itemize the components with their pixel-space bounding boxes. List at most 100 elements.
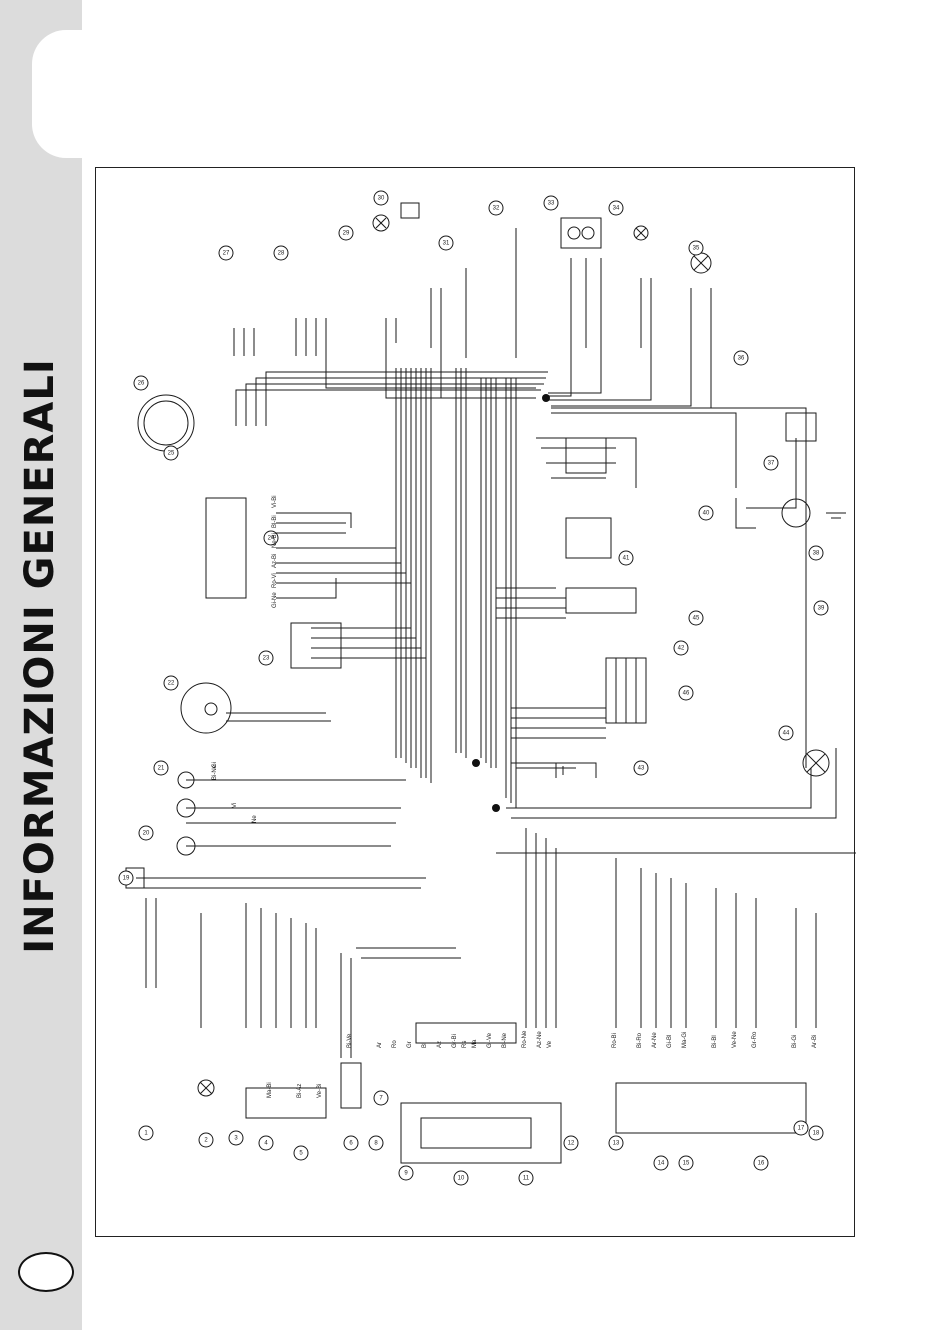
connector-block-bottom (415, 1022, 517, 1044)
wire-color-label: Ar-Ne (652, 1032, 658, 1048)
wire-color-label: Bi-Az (297, 1084, 303, 1098)
wire-color-label: Ve (547, 1040, 553, 1048)
speedometer-cluster (180, 682, 232, 734)
callout-number: 14 (658, 1161, 665, 1167)
ignition-switch-component (137, 394, 195, 452)
callout-number: 7 (379, 1096, 383, 1102)
wire-color-label: Ar-Bi (812, 1035, 818, 1048)
wire-color-label: Gi-Bl (667, 1035, 673, 1048)
wire-color-label: Az (437, 1041, 443, 1048)
sidebar-band: INFORMAZIONI GENERALI (0, 0, 102, 1330)
callout-number: 8 (374, 1141, 378, 1147)
wire-color-label: Bl (422, 1043, 428, 1048)
splice-points (472, 394, 550, 812)
battery (555, 763, 564, 778)
callout-number: 2 (204, 1138, 208, 1144)
lamp-right-rear (802, 749, 830, 777)
wire-color-label: Az-Ne (537, 1031, 543, 1048)
callout-number: 9 (404, 1171, 408, 1177)
wire-color-label: Ma-Bi (267, 1082, 273, 1098)
callout-number: 34 (613, 206, 620, 212)
callout-number: 30 (378, 196, 385, 202)
wire-color-label: Ne (252, 815, 258, 823)
callout-number: 17 (798, 1126, 805, 1132)
callout-number: 32 (493, 206, 500, 212)
motor (781, 498, 811, 528)
callout-number: 20 (143, 831, 150, 837)
left-side-wires (136, 512, 461, 1058)
wire-color-label: Ne-Bi (272, 533, 278, 548)
page-number-badge (18, 1252, 74, 1292)
wire-color-label: Gr (407, 1041, 413, 1048)
callout-number: 38 (813, 551, 820, 557)
ground-symbol (826, 512, 846, 519)
callout-number: 3 (234, 1136, 238, 1142)
callout-number: 45 (693, 616, 700, 622)
wire-color-label: Rs (462, 1041, 468, 1048)
wire-color-label: Bi-Ne (212, 764, 218, 780)
wire-color-label: Bi-Bl (712, 1035, 718, 1048)
callout-number: 13 (613, 1141, 620, 1147)
connector-block-left (205, 497, 247, 599)
callout-circles (118, 190, 829, 1186)
callout-number: 18 (813, 1131, 820, 1137)
callout-number: 28 (278, 251, 285, 257)
lamp-bottom-left (197, 1079, 215, 1097)
wire-color-label: Ro (392, 1040, 398, 1048)
callout-number: 11 (523, 1176, 530, 1182)
callout-number: 15 (683, 1161, 690, 1167)
starter-relay (290, 622, 342, 669)
central-trunk-wires (395, 368, 517, 808)
top-harness-wires (233, 228, 712, 426)
tab-cutout (32, 30, 102, 158)
callout-number: 41 (623, 556, 630, 562)
switch-block-left (245, 1087, 327, 1119)
callout-number: 26 (138, 381, 145, 387)
lamp-left-indicators (176, 771, 196, 856)
wire-color-label: Ar (377, 1042, 383, 1048)
horn (400, 202, 420, 219)
oil-switch (785, 412, 817, 442)
fuse-box (565, 517, 612, 559)
regulator-block (605, 657, 647, 724)
wire-color-label: Gi (212, 762, 218, 768)
wire-color-label: Bl-Ne (502, 1032, 508, 1048)
wire-color-label: Ve-Ne (732, 1031, 738, 1048)
callout-number: 31 (443, 241, 450, 247)
wire-color-label: Bi-Ve (347, 1033, 353, 1048)
wire-color-label: Ro-Bi (612, 1033, 618, 1048)
relay-mid (565, 437, 607, 474)
callout-number: 27 (223, 251, 230, 257)
callout-number: 12 (568, 1141, 575, 1147)
callout-number: 6 (349, 1141, 353, 1147)
handlebar-switch-right (615, 1082, 807, 1134)
relay-dual (560, 217, 602, 249)
callout-number: 44 (783, 731, 790, 737)
wire-color-label: Bi-Ro (637, 1032, 643, 1048)
callout-number: 37 (768, 461, 775, 467)
callout-number: 36 (738, 356, 745, 362)
callout-number: 39 (818, 606, 825, 612)
callout-number: 29 (343, 231, 350, 237)
callout-number: 42 (678, 646, 685, 652)
wire-color-label: Gi-Ve (487, 1032, 493, 1048)
wire-color-label: Vi-Bi (272, 495, 278, 508)
callout-number: 33 (548, 201, 555, 207)
lamp-upper-right (633, 225, 649, 241)
fuse-lower (340, 1062, 362, 1109)
wire-color-label: Vi (232, 803, 238, 808)
callout-number: 40 (703, 511, 710, 517)
callout-number: 5 (299, 1151, 303, 1157)
wire-color-label: Bl-Bi (272, 515, 278, 528)
wire-color-label: Ve-Bi (317, 1084, 323, 1098)
section-title: INFORMAZIONI GENERALI (17, 358, 63, 954)
callout-number: 46 (683, 691, 690, 697)
callout-number: 22 (168, 681, 175, 687)
callout-number: 23 (263, 656, 270, 662)
wire-color-label: Ro-Vi (272, 573, 278, 588)
wire-color-label: Az-Bi (272, 554, 278, 568)
rectifier (565, 587, 637, 614)
wire-color-label: Ma (472, 1039, 478, 1048)
